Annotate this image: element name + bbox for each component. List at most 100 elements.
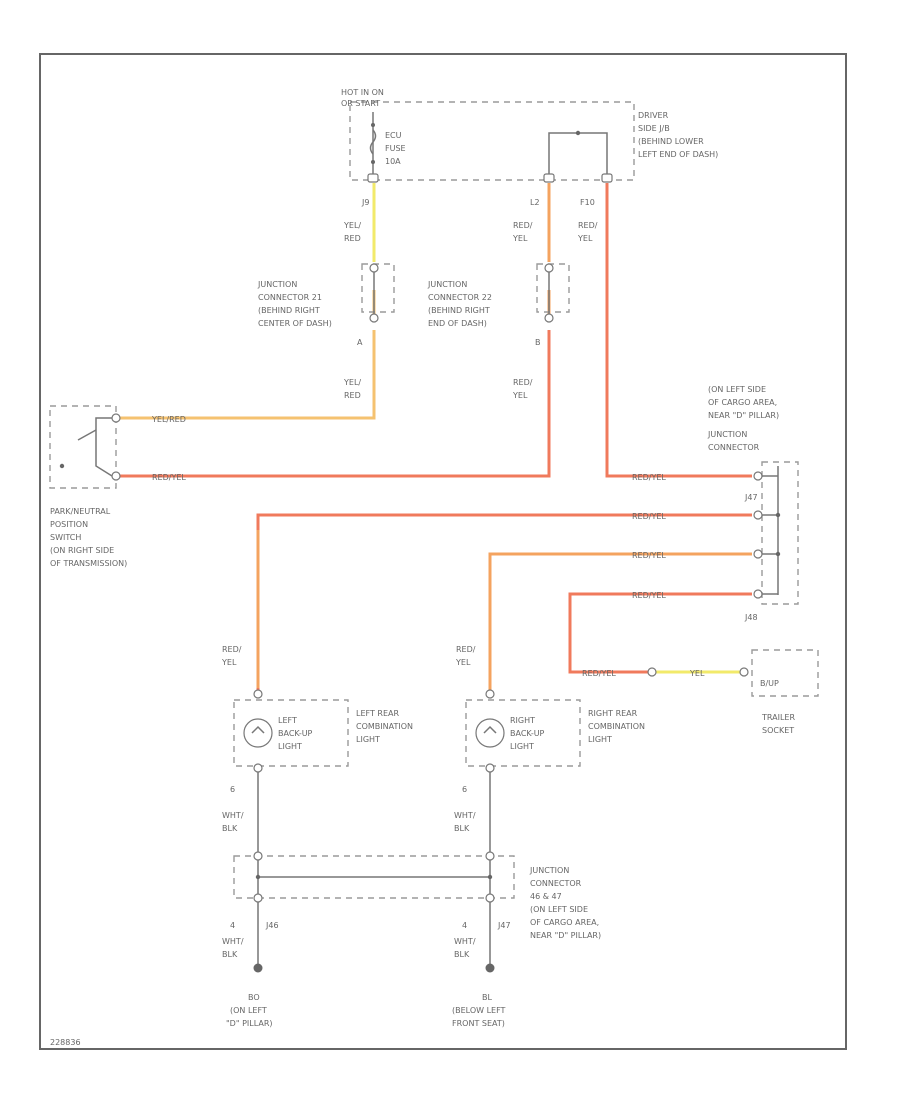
light-label-line: LEFT: [278, 716, 297, 725]
fuse-terminal-dot: [371, 160, 375, 164]
wire-label-line: RED: [344, 234, 361, 243]
right-junction-connector-label: (ON LEFT SIDE OF CARGO AREA, NEAR "D" PI…: [707, 385, 779, 452]
trailer-label-line: SOCKET: [762, 726, 794, 735]
fuse-terminal-dot: [371, 123, 375, 127]
ground-wire-label-right-lower: WHT/ BLK: [454, 937, 476, 959]
jc-bottom-label-line: OF CARGO AREA,: [530, 918, 599, 927]
ground-point-bl-icon: [485, 963, 495, 973]
right-jc-label-line: CONNECTOR: [708, 443, 760, 452]
jc-dot: [255, 874, 261, 880]
jc22-pin-top: [544, 263, 554, 273]
right-jc-pin-j47: J47: [744, 493, 758, 502]
wire-label-yel-red-top: YEL/ RED: [343, 221, 361, 243]
wire-label-line: WHT/: [222, 811, 244, 820]
switch-wire-top-label: YEL/RED: [151, 415, 186, 424]
ground-label-line: BL: [482, 993, 492, 1002]
driver-jb-label: DRIVER SIDE J/B (BEHIND LOWER LEFT END O…: [638, 111, 718, 159]
wire-red-yel-trailer: [568, 592, 752, 674]
right-jc-dot: [775, 512, 781, 518]
jc21-pin-top: [369, 263, 379, 273]
ground-bl-label: BL (BELOW LEFT FRONT SEAT): [452, 993, 506, 1028]
trailer-inline-pin: [647, 667, 657, 677]
park-neutral-switch-label: PARK/NEUTRAL POSITION SWITCH (ON RIGHT S…: [50, 507, 127, 568]
fuse-label-line: FUSE: [385, 144, 406, 153]
light-label-line: LIGHT: [510, 742, 534, 751]
light-desc-line: COMBINATION: [356, 722, 413, 731]
junction-connector-21-box: [361, 263, 395, 313]
pin-6-label: 6: [230, 785, 235, 794]
diagram-frame: [39, 53, 847, 1050]
wire-label-red-yel: RED/YEL: [632, 512, 666, 521]
trailer-socket-box: [751, 649, 819, 697]
wire-label-line: YEL: [455, 658, 471, 667]
hot-in-on-label-line: HOT IN ON: [341, 88, 384, 97]
wire-label-line: YEL/: [343, 378, 361, 387]
switch-label-line: PARK/NEUTRAL: [50, 507, 111, 516]
pin-f10-label: F10: [580, 198, 595, 207]
pin-6-label: 6: [462, 785, 467, 794]
pin-l2: [543, 173, 555, 183]
light-desc-line: LEFT REAR: [356, 709, 399, 718]
jc46-pin-top: [253, 851, 263, 861]
wire-label-line: BLK: [222, 824, 238, 833]
jc47-pin-top: [485, 851, 495, 861]
driver-jb-label-line: DRIVER: [638, 111, 669, 120]
driver-jb-label-line: (BEHIND LOWER: [638, 137, 704, 146]
pin-a-label: A: [357, 338, 363, 347]
jc-bottom-label-line: JUNCTION: [529, 866, 569, 875]
jc-dot: [487, 874, 493, 880]
right-jc-dot: [775, 551, 781, 557]
light-label-line: BACK-UP: [278, 729, 313, 738]
ground-bo-label: BO (ON LEFT "D" PILLAR): [226, 993, 273, 1028]
ground-wire-label-left-lower: WHT/ BLK: [222, 937, 244, 959]
jc-bottom-label-line: (ON LEFT SIDE: [530, 905, 588, 914]
wire-label-line: WHT/: [222, 937, 244, 946]
jc-bottom-label-line: CONNECTOR: [530, 879, 582, 888]
wire-label-line: RED: [344, 391, 361, 400]
switch-pin-bottom: [111, 471, 121, 481]
junction-connector-46-47-box: [233, 855, 515, 899]
wire-label-yel-red-2: YEL/ RED: [343, 378, 361, 400]
ground-wire-label-right: WHT/ BLK: [454, 811, 476, 833]
wire-label-red-yel: RED/YEL: [632, 551, 666, 560]
left-rear-combination-light-label: LEFT REAR COMBINATION LIGHT: [356, 709, 413, 744]
right-jc-label-line: (ON LEFT SIDE: [708, 385, 766, 394]
bulb-filament-icon: [251, 725, 265, 734]
right-rear-combination-light-box: [465, 699, 581, 767]
light-label-line: RIGHT: [510, 716, 535, 725]
switch-label-line: POSITION: [50, 520, 88, 529]
wire-red-yel-left-light: [256, 513, 752, 690]
trailer-pin-label: B/UP: [760, 679, 779, 688]
driver-jb-label-line: LEFT END OF DASH): [638, 150, 718, 159]
fuse-label: ECU FUSE 10A: [385, 131, 406, 166]
right-jc-label-line: JUNCTION: [707, 430, 747, 439]
driver-jb-label-line: SIDE J/B: [638, 124, 670, 133]
pin-j46-label: J46: [265, 921, 279, 930]
pin-j9: [367, 173, 379, 183]
bulb-filament-icon: [483, 725, 497, 734]
wire-label-red-yel: RED/YEL: [632, 591, 666, 600]
right-back-up-light-label: RIGHT BACK-UP LIGHT: [510, 716, 545, 751]
wire-label-line: YEL: [512, 234, 528, 243]
fuse-label-line: 10A: [385, 157, 401, 166]
fuse-label-line: ECU: [385, 131, 402, 140]
right-jc-label-line: OF CARGO AREA,: [708, 398, 777, 407]
wire-yel-red-switch: [118, 330, 376, 420]
wire-label-red-yel-trailer: RED/YEL: [582, 669, 616, 678]
light-desc-line: RIGHT REAR: [588, 709, 638, 718]
jc-bottom-label-line: 46 & 47: [530, 892, 562, 901]
wire-label-line: YEL: [221, 658, 237, 667]
jc21-pin-bottom: [369, 313, 379, 323]
ground-point-bo-icon: [253, 963, 263, 973]
wire-label-line: YEL: [512, 391, 528, 400]
right-back-up-light-icon: [475, 718, 505, 748]
footer-code: 228836: [50, 1038, 81, 1047]
trailer-socket-label: TRAILER SOCKET: [761, 713, 795, 735]
left-back-up-light-label: LEFT BACK-UP LIGHT: [278, 716, 313, 751]
jc46-pin-bottom: [253, 893, 263, 903]
wire-label-red-yel-right: RED/ YEL: [577, 221, 598, 243]
jc21-label-line: JUNCTION: [257, 280, 297, 289]
jc21-label-line: CENTER OF DASH): [258, 319, 332, 328]
wire-red-yel-f10: [605, 183, 752, 478]
